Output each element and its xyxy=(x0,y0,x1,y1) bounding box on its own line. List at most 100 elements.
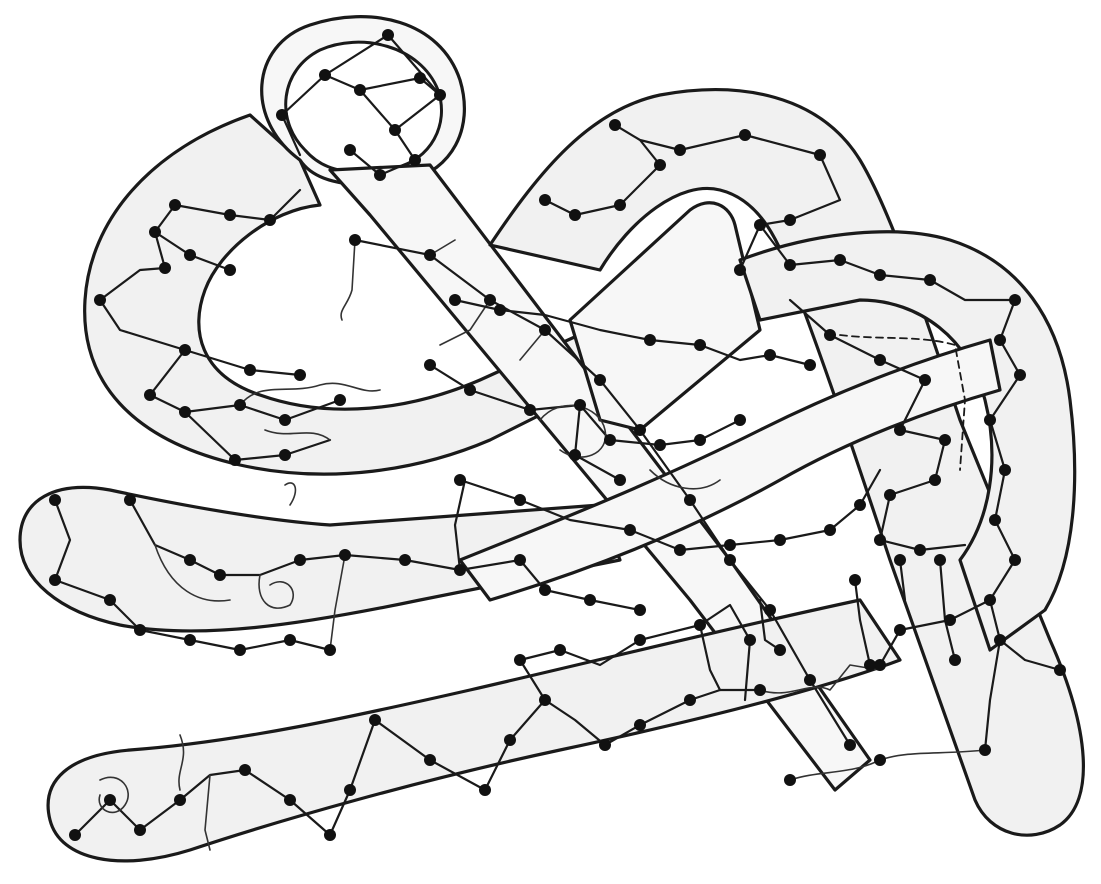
network-node xyxy=(184,634,196,646)
network-node xyxy=(724,539,736,551)
network-node xyxy=(449,294,461,306)
network-node xyxy=(804,674,816,686)
network-node xyxy=(604,434,616,446)
network-node xyxy=(224,264,236,276)
network-node xyxy=(514,554,526,566)
network-node xyxy=(824,524,836,536)
network-node xyxy=(784,214,796,226)
network-node xyxy=(939,434,951,446)
network-node xyxy=(684,494,696,506)
network-node xyxy=(844,739,856,751)
network-node xyxy=(554,644,566,656)
network-node xyxy=(919,374,931,386)
network-node xyxy=(49,494,61,506)
network-node xyxy=(134,624,146,636)
network-node xyxy=(1054,664,1066,676)
network-node xyxy=(994,634,1006,646)
network-node xyxy=(324,644,336,656)
network-node xyxy=(854,499,866,511)
network-node xyxy=(284,794,296,806)
network-node xyxy=(414,72,426,84)
network-node xyxy=(949,654,961,666)
network-node xyxy=(734,414,746,426)
network-node xyxy=(174,794,186,806)
network-node xyxy=(224,209,236,221)
network-node xyxy=(569,449,581,461)
network-node xyxy=(874,269,886,281)
network-node xyxy=(389,124,401,136)
network-node xyxy=(814,149,826,161)
network-node xyxy=(774,644,786,656)
network-node xyxy=(644,334,656,346)
network-node xyxy=(494,304,506,316)
network-node xyxy=(524,404,536,416)
network-node xyxy=(409,154,421,166)
network-node xyxy=(354,84,366,96)
network-node xyxy=(984,594,996,606)
network-node xyxy=(184,249,196,261)
network-node xyxy=(944,614,956,626)
network-node xyxy=(694,434,706,446)
network-node xyxy=(539,194,551,206)
network-node xyxy=(894,424,906,436)
network-node xyxy=(229,454,241,466)
network-node xyxy=(979,744,991,756)
network-node xyxy=(1009,294,1021,306)
network-node xyxy=(834,254,846,266)
network-node xyxy=(49,574,61,586)
network-node xyxy=(599,739,611,751)
network-node xyxy=(874,754,886,766)
network-node xyxy=(914,544,926,556)
network-node xyxy=(1009,554,1021,566)
network-node xyxy=(454,564,466,576)
network-node xyxy=(694,619,706,631)
network-node xyxy=(69,829,81,841)
network-node xyxy=(849,574,861,586)
network-node xyxy=(684,694,696,706)
network-node xyxy=(989,514,1001,526)
network-node xyxy=(279,449,291,461)
network-node xyxy=(754,219,766,231)
network-node xyxy=(609,119,621,131)
network-node xyxy=(874,534,886,546)
network-node xyxy=(104,594,116,606)
network-node xyxy=(234,644,246,656)
network-node xyxy=(149,226,161,238)
network-node xyxy=(734,264,746,276)
network-node xyxy=(464,384,476,396)
network-node xyxy=(479,784,491,796)
network-node xyxy=(484,294,496,306)
network-node xyxy=(934,554,946,566)
network-node xyxy=(234,399,246,411)
network-node xyxy=(504,734,516,746)
network-node xyxy=(539,584,551,596)
network-node xyxy=(349,234,361,246)
network-node xyxy=(264,214,276,226)
network-node xyxy=(344,784,356,796)
network-node xyxy=(434,89,446,101)
network-node xyxy=(804,359,816,371)
network-node xyxy=(279,414,291,426)
tube-lower-arm xyxy=(48,600,900,861)
network-node xyxy=(654,439,666,451)
network-node xyxy=(454,474,466,486)
network-node xyxy=(284,634,296,646)
network-node xyxy=(884,489,896,501)
tube-outlines xyxy=(20,17,1083,861)
network-node xyxy=(894,624,906,636)
network-node xyxy=(144,389,156,401)
network-node xyxy=(424,754,436,766)
network-node xyxy=(214,569,226,581)
network-node xyxy=(594,374,606,386)
network-node xyxy=(539,324,551,336)
network-node xyxy=(864,659,876,671)
network-node xyxy=(764,604,776,616)
network-node xyxy=(514,494,526,506)
network-node xyxy=(294,369,306,381)
network-node xyxy=(514,654,526,666)
network-node xyxy=(634,634,646,646)
network-node xyxy=(319,69,331,81)
network-node xyxy=(614,199,626,211)
network-node xyxy=(424,359,436,371)
